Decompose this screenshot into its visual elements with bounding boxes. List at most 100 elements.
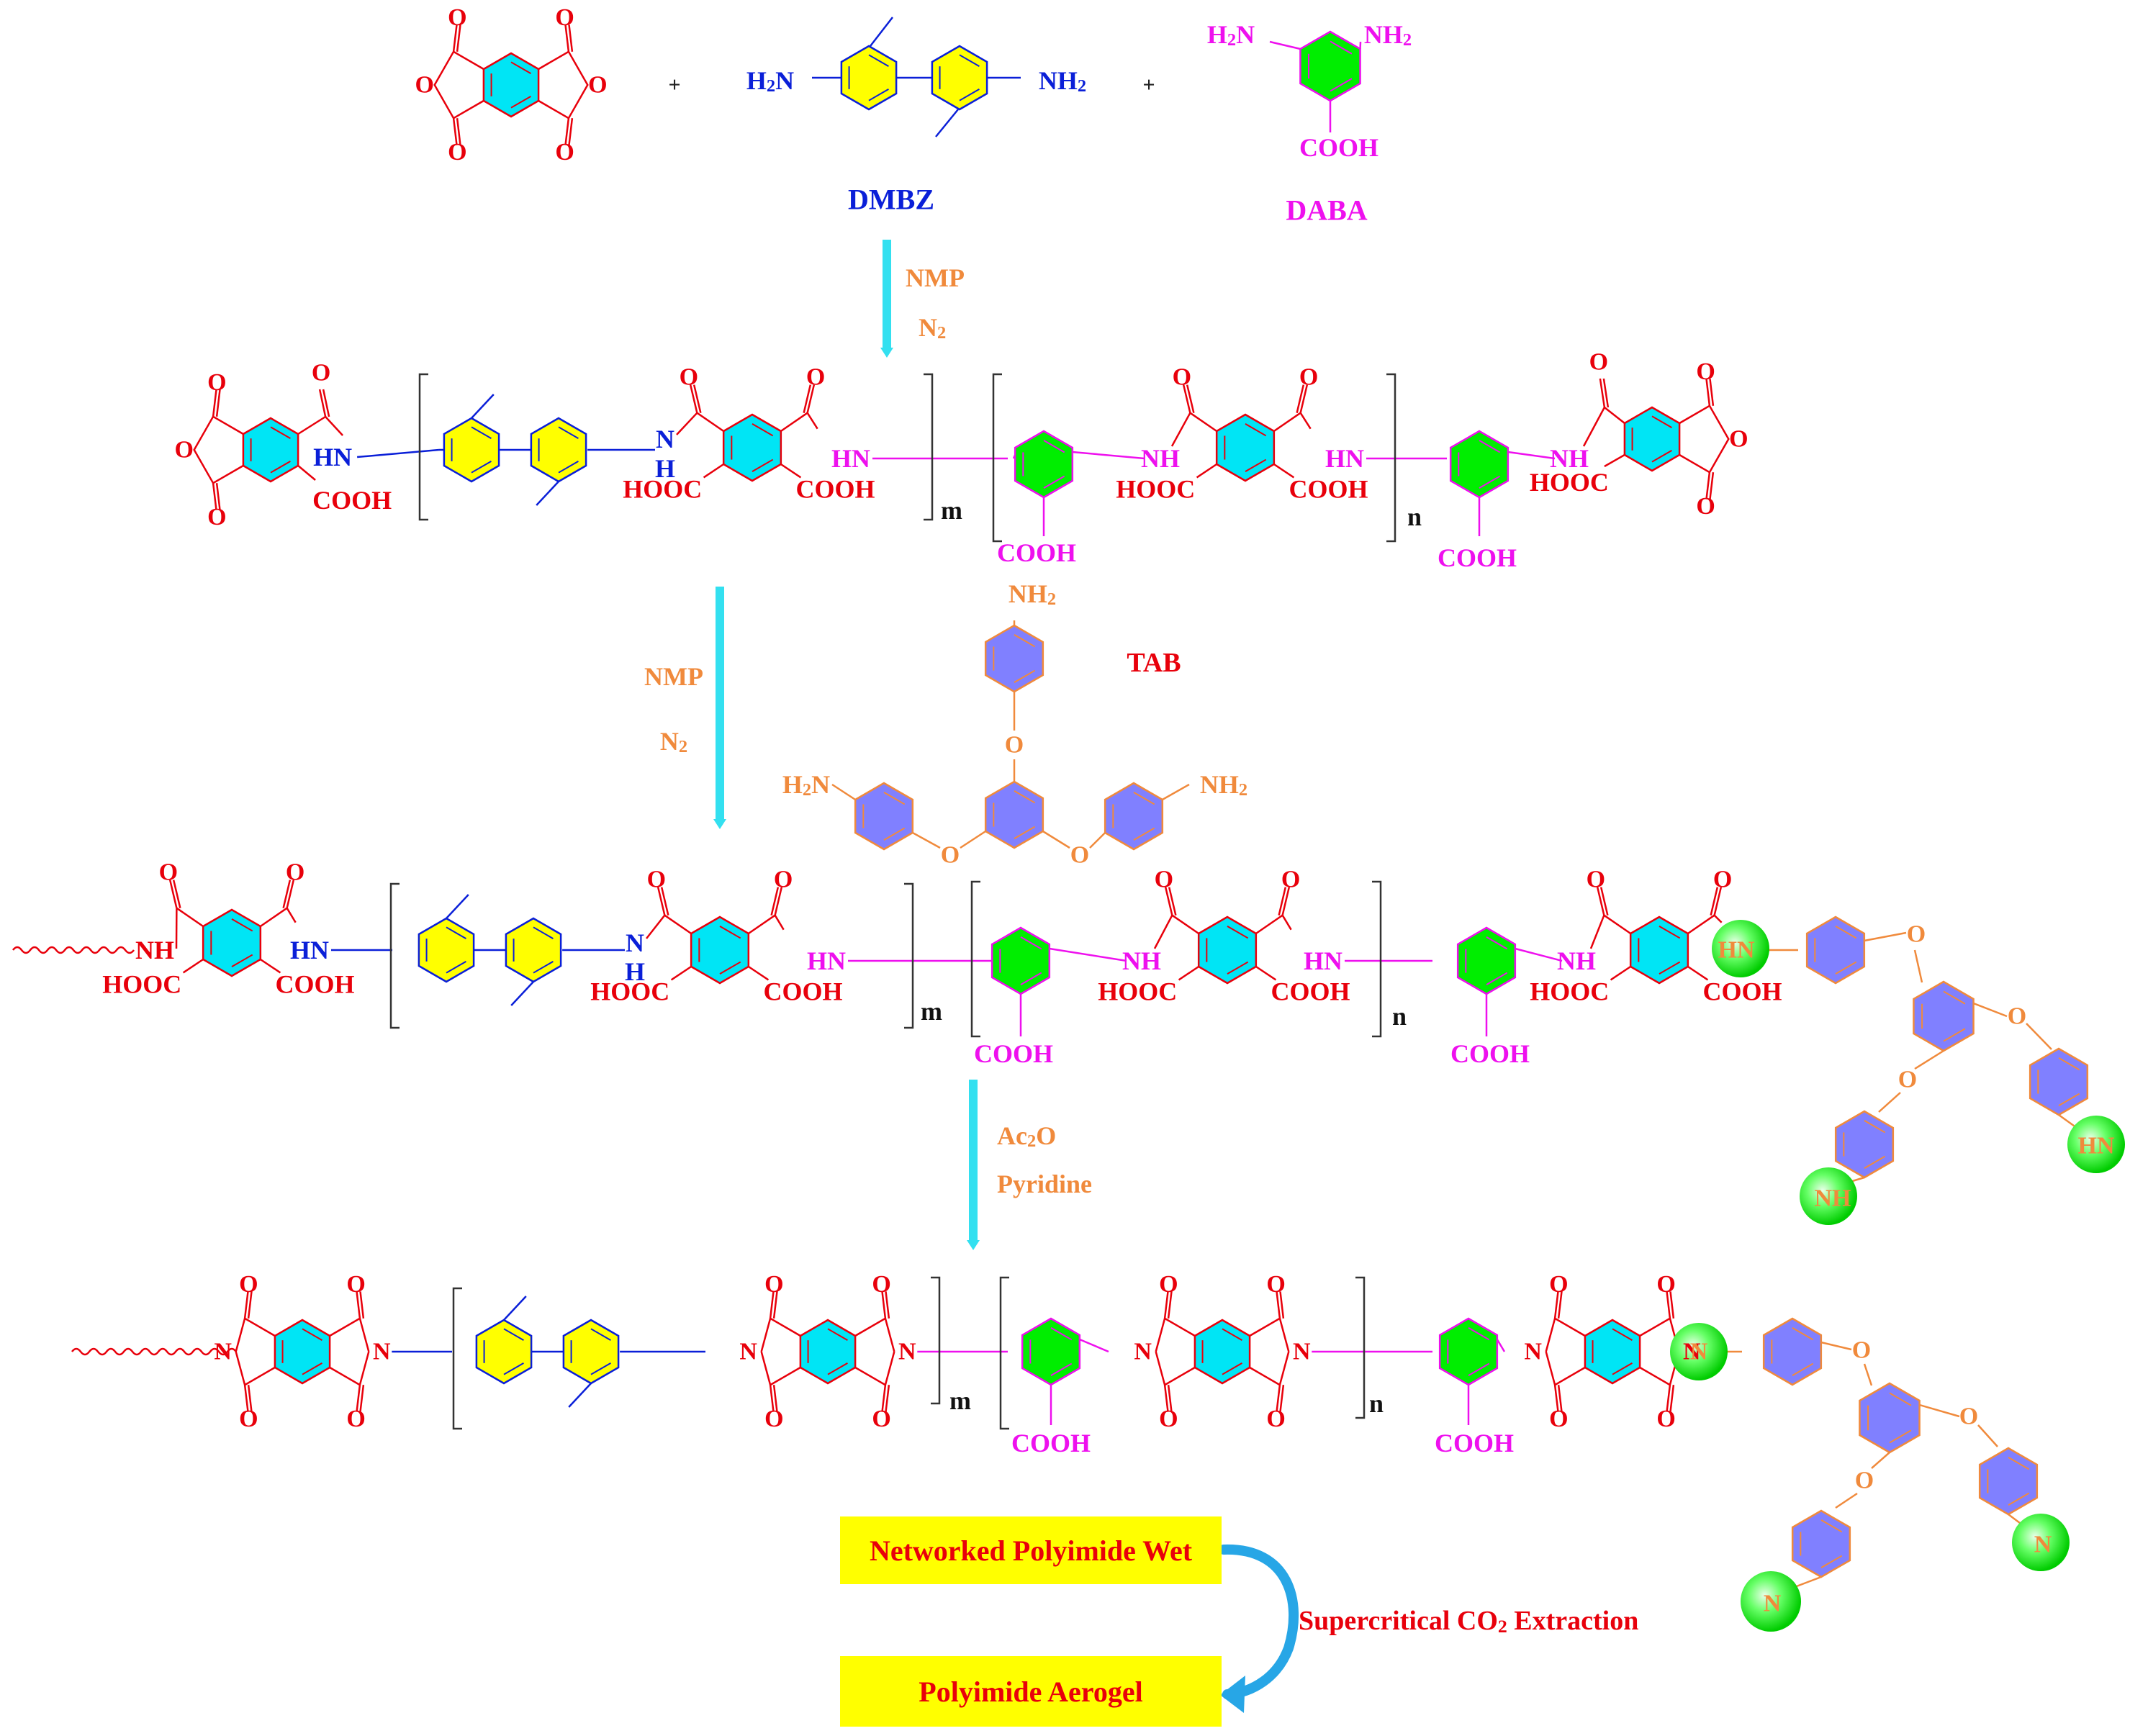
pmda-ring [1629,916,1689,985]
bond-line [806,384,816,413]
acid-group: COOH [1450,1039,1530,1068]
bond-line [2026,1023,2052,1050]
atom-label: O [941,842,960,869]
chain-continuation [71,1347,237,1356]
atom-label: N [1683,1339,1701,1365]
atom-label: O [1656,1406,1675,1432]
bond-line [1249,1316,1290,1352]
acid-group: HOOC [1530,977,1609,1006]
atom-label: O [1155,867,1173,893]
crosslink-sphere [1800,1167,1857,1225]
bond-line [748,965,770,981]
atom-label: O [207,369,226,396]
bond-line [359,1291,365,1319]
dmbz-ring [562,1319,620,1385]
aromatic-bond [1479,440,1501,453]
atom-label: H [625,957,645,986]
bond-line [247,1385,253,1412]
bond-line [456,24,461,52]
bond-line [282,880,292,908]
acid-group: COOH [764,977,843,1006]
step2-solvent: NMP [644,662,703,691]
aromatic-bond [302,1362,322,1375]
pmda-ring [1193,1319,1251,1385]
bracket [1386,373,1396,543]
pmda-ring [1623,406,1681,472]
bond-line [568,1383,592,1408]
tab-ring [1978,1447,2039,1516]
bond-line [769,1291,775,1319]
aromatic-bond [2008,1457,2030,1470]
bond-line [1281,915,1292,931]
bond-line [870,17,893,47]
bond-line [356,448,440,458]
aromatic-bond [1468,1362,1490,1376]
atom-label: O [1907,921,1926,948]
aromatic-bond [2058,1093,2080,1106]
bond-line [774,887,783,916]
bond-line [1155,1316,1196,1352]
bond-line [329,1316,370,1352]
atom-label: O [1696,358,1715,385]
daba-ring [990,926,1051,995]
bond-line [885,1385,890,1412]
bond-line [692,384,702,413]
atom-label: N [1524,1339,1542,1365]
bond-line [176,907,204,928]
atom-label: O [806,364,825,391]
aromatic-bond [1889,1392,1912,1406]
bond-line [564,118,570,145]
atom-label: O [1855,1468,1874,1494]
bond-line [433,50,484,119]
aromatic-bond [719,926,741,939]
bond-line [1170,412,1191,447]
aromatic-bond [752,423,774,437]
aromatic-bond [471,460,492,474]
atom-label: HN [807,946,846,975]
aromatic-bond [590,1328,611,1342]
bond-line [1709,379,1715,406]
atom-label: N [1293,1339,1311,1365]
atom-label: O [872,1271,890,1298]
aromatic-bond [1222,1362,1242,1375]
bond-line [646,914,666,939]
bond-line [356,1385,361,1412]
aromatic-bond [270,426,291,440]
bracket [992,373,1002,543]
dmbz-ring [931,45,988,111]
atom-label: NH [1557,946,1596,975]
bond-line [770,887,780,916]
atom-label: NH [1141,444,1180,473]
bond-line [1072,451,1145,460]
bond-line [1507,451,1556,460]
atom-label: O [174,437,193,464]
aromatic-bond [1227,961,1249,975]
bond-line [452,118,458,145]
bond-line [1167,1291,1173,1319]
bond-line [243,1291,249,1319]
atom-label: O [1299,364,1318,391]
acid-group: COOH [1011,1429,1091,1457]
aromatic-bond [1043,440,1065,453]
bracket [1355,1276,1366,1419]
atom-label: HN [2078,1133,2115,1159]
bond-line [297,465,316,481]
tab-ring [1805,916,1866,985]
aromatic-bond [1133,827,1155,841]
bond-line [1864,931,1907,942]
aromatic-bond [1651,449,1672,463]
bond-line [960,830,986,849]
bracket [418,373,428,521]
tab-ring [2029,1047,2089,1116]
bond-line [1163,1385,1169,1412]
aromatic-bond [1043,475,1065,489]
acid-group: COOH [1438,543,1517,572]
crosslink-sphere [1741,1571,1801,1632]
bond-line [1163,1291,1169,1319]
bond-line [456,118,461,145]
aromatic-bond [533,926,554,940]
step3-reagent: Ac2​O [997,1121,1056,1151]
bond-line [359,1385,365,1412]
bond-line [1178,965,1199,981]
atom-label: HN [1325,444,1364,473]
